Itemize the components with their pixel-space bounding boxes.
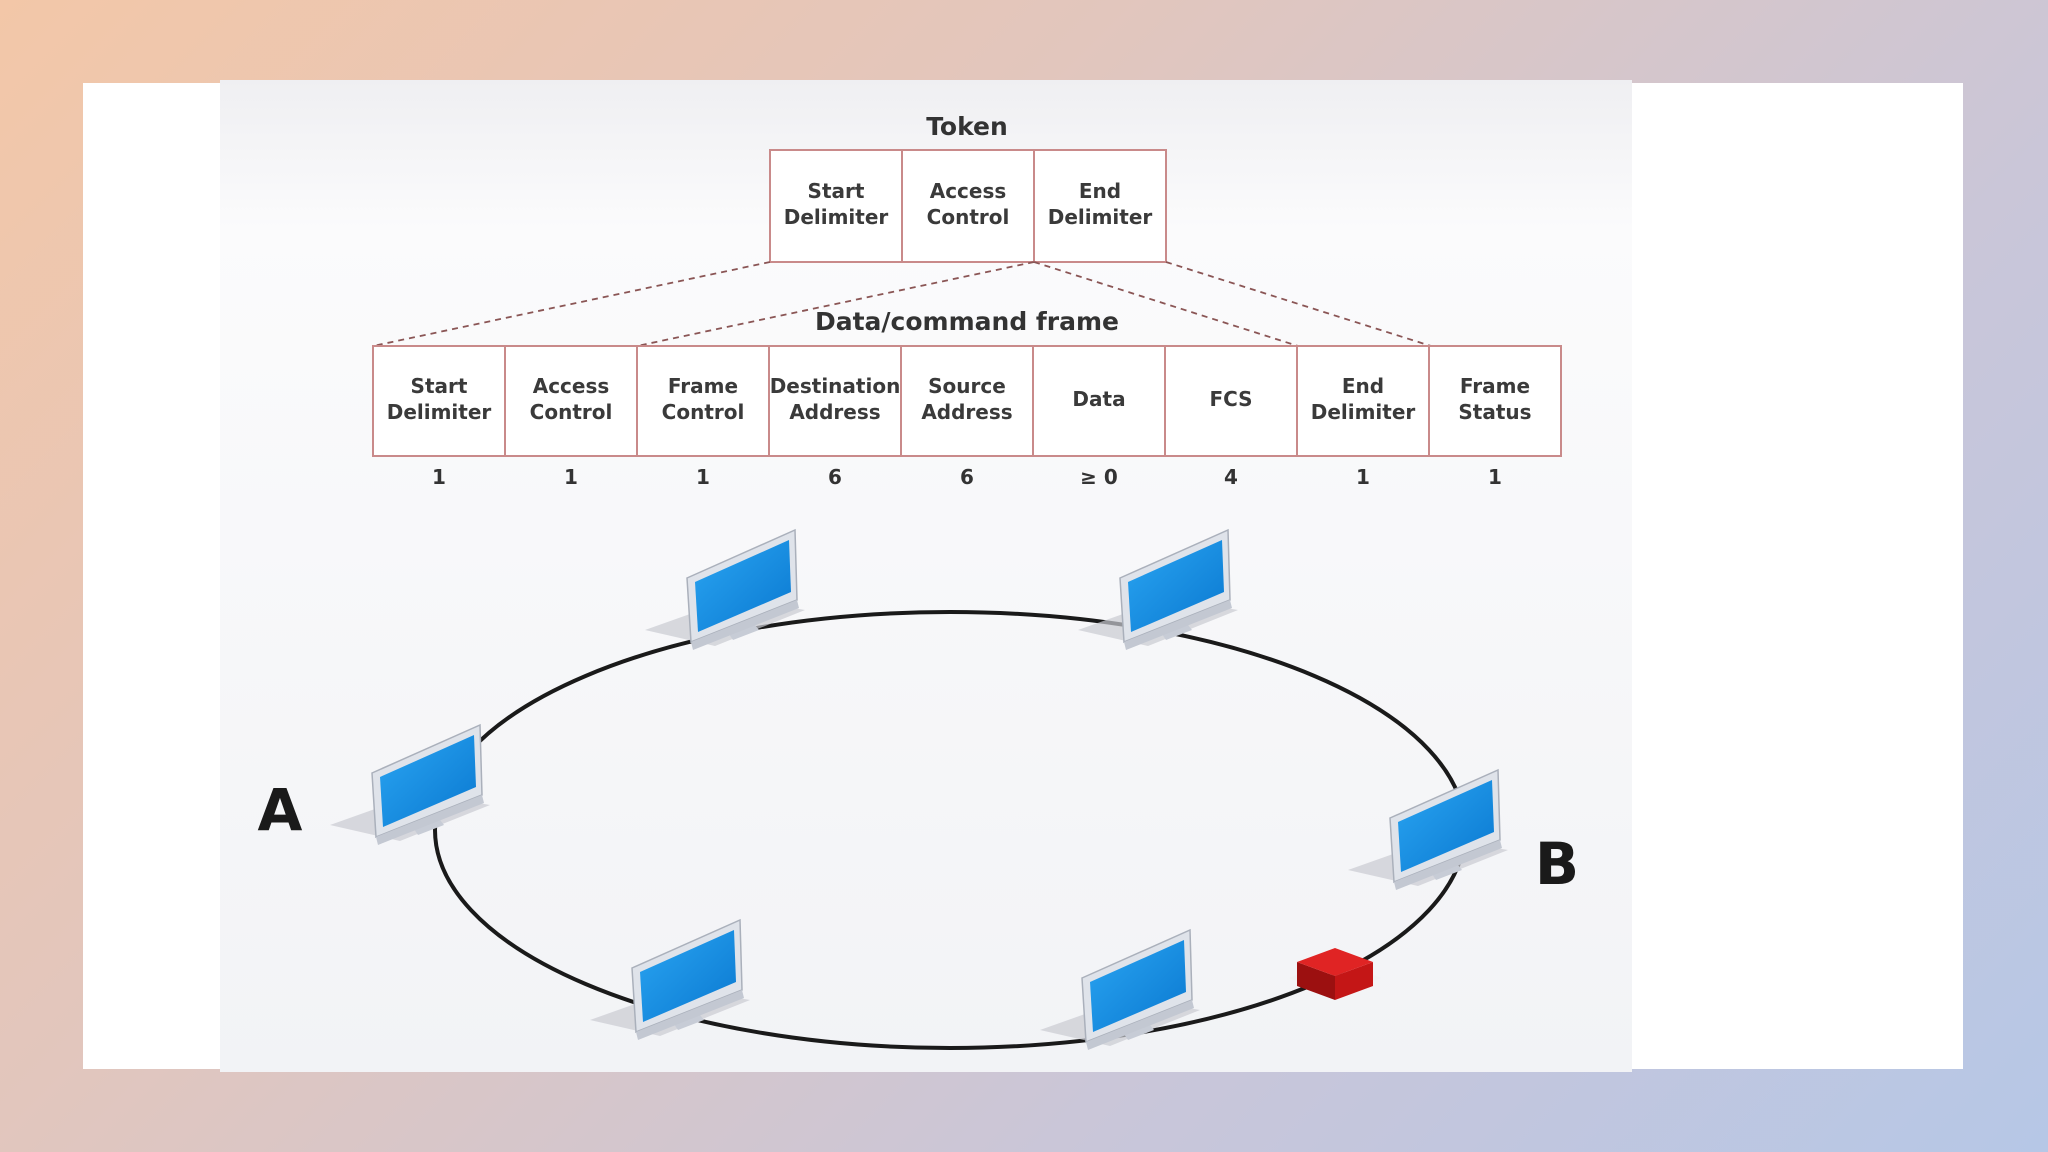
frame-field-label-line1: Start (411, 374, 468, 398)
frame-field-size: 1 (1488, 465, 1502, 489)
frame-field-label-line2: Address (921, 400, 1012, 424)
token-field-label-line1: Access (930, 179, 1007, 203)
frame-field-label-line1: Source (928, 374, 1006, 398)
frame-field-label: FCS (1209, 387, 1252, 411)
frame-field-box (372, 345, 506, 457)
frame-field-label-line1: End (1342, 374, 1384, 398)
token-field-box (1033, 149, 1167, 263)
node-a-label: A (258, 776, 303, 844)
frame-field-label-line1: Frame (668, 374, 738, 398)
node-b-label: B (1535, 830, 1579, 898)
ring-stations (330, 528, 1508, 1050)
monitor-icon (590, 918, 750, 1040)
frame-field-size: ≥ 0 (1080, 465, 1118, 489)
frame-field-label-line2: Delimiter (387, 400, 492, 424)
frame-field-box (1296, 345, 1430, 457)
data-command-frame: StartDelimiter1AccessControl1FrameContro… (372, 345, 1562, 489)
frame-field-label-line1: Access (533, 374, 610, 398)
token-field-label-line1: End (1079, 179, 1121, 203)
frame-field-box (636, 345, 770, 457)
monitor-icon (645, 528, 805, 650)
token-field-label-line1: Start (808, 179, 865, 203)
frame-field-box (900, 345, 1034, 457)
frame-field-size: 1 (1356, 465, 1370, 489)
token-field-label-line2: Delimiter (1048, 205, 1153, 229)
frame-field-box (1164, 345, 1298, 457)
frame-field-box (504, 345, 638, 457)
monitor-icon (1040, 928, 1200, 1050)
frame-field-box (1032, 345, 1166, 457)
monitor-icon (1078, 528, 1238, 650)
frame-field-size: 1 (432, 465, 446, 489)
frame-field-label-line2: Control (662, 400, 745, 424)
frame-field-label-line1: Frame (1460, 374, 1530, 398)
monitor-icon (1348, 768, 1508, 890)
frame-field-box (1428, 345, 1562, 457)
token-field-label-line2: Control (927, 205, 1010, 229)
frame-field-label-line2: Control (530, 400, 613, 424)
frame-field-size: 1 (696, 465, 710, 489)
frame-field: Data ≥ 0 (1032, 345, 1166, 489)
frame-field-size: 6 (828, 465, 842, 489)
frame-field-label-line2: Delimiter (1311, 400, 1416, 424)
frame-field-label-line2: Status (1458, 400, 1531, 424)
token-field-box (769, 149, 903, 263)
frame-field-label-line2: Address (789, 400, 880, 424)
frame-field-size: 6 (960, 465, 974, 489)
frame-field: FCS 4 (1164, 345, 1298, 489)
token-field-label-line2: Delimiter (784, 205, 889, 229)
frame-field-label: Data (1072, 387, 1125, 411)
red-box-icon (1289, 948, 1381, 1000)
frame-field-size: 4 (1224, 465, 1238, 489)
frame-title: Data/command frame (815, 307, 1119, 336)
expansion-lines (372, 261, 1432, 347)
frame-field-size: 1 (564, 465, 578, 489)
monitor-icon (330, 723, 490, 845)
frame-field-label-line1: Destination (770, 374, 901, 398)
frame-field-box (768, 345, 902, 457)
token-title: Token (926, 112, 1008, 141)
